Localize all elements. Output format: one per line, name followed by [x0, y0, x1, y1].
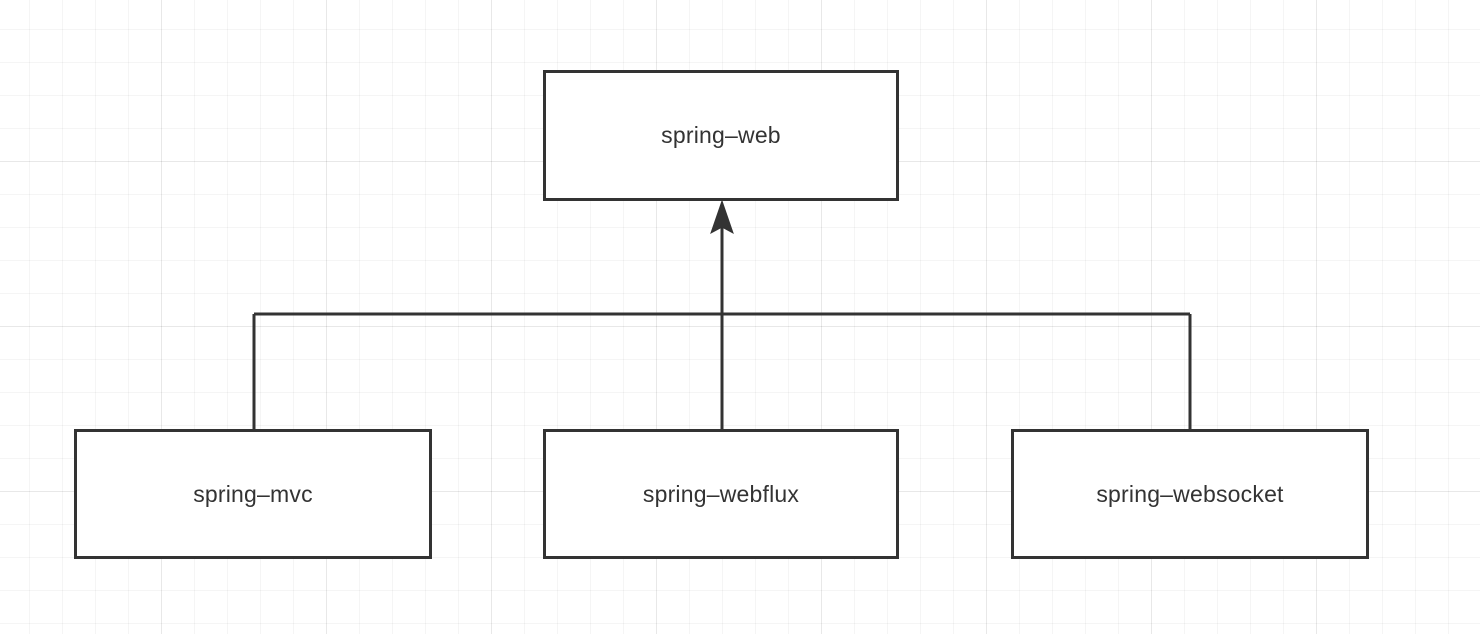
node-spring-websocket-label: spring–websocket: [1096, 480, 1284, 507]
node-spring-mvc[interactable]: spring–mvc: [74, 429, 432, 559]
node-spring-webflux-label: spring–webflux: [642, 480, 800, 507]
arrowhead-icon: [710, 199, 734, 235]
node-spring-web[interactable]: spring–web: [543, 70, 899, 201]
node-spring-webflux[interactable]: spring–webflux: [543, 429, 899, 559]
node-spring-web-label: spring–web: [661, 122, 781, 148]
node-spring-mvc-label: spring–mvc: [193, 480, 313, 507]
node-spring-websocket[interactable]: spring–websocket: [1011, 429, 1369, 559]
